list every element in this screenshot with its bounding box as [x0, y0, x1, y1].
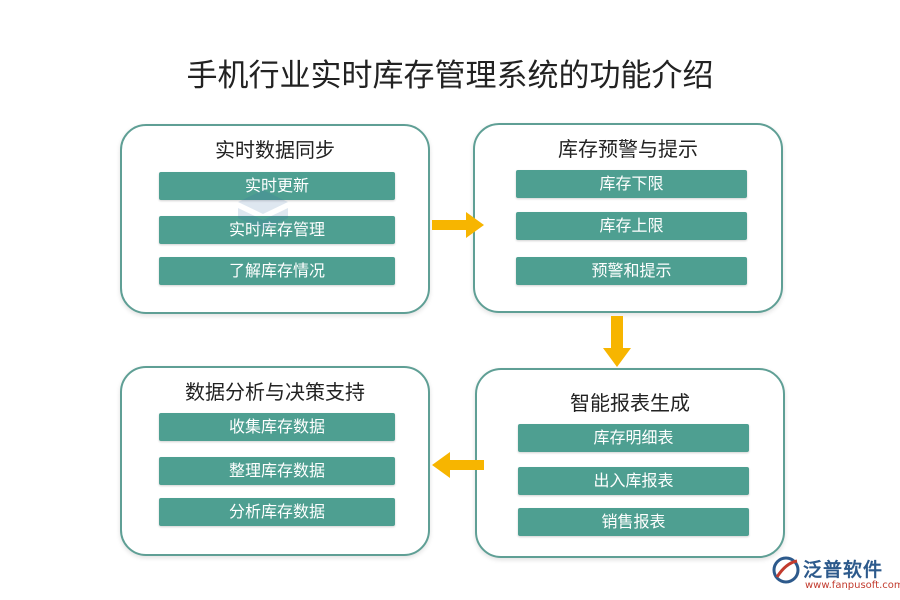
- watermark-icon: [238, 190, 288, 230]
- item-bar: 实时更新: [159, 172, 395, 200]
- item-bar: 库存上限: [516, 212, 747, 240]
- item-bar: 预警和提示: [516, 257, 747, 285]
- diagram-title: 手机行业实时库存管理系统的功能介绍: [186, 58, 714, 94]
- panel-title: 实时数据同步: [215, 138, 335, 162]
- panel-realtime-sync: 实时数据同步 实时更新 实时库存管理 了解库存情况: [120, 124, 430, 314]
- logo-mark-icon: [772, 556, 800, 584]
- item-bar: 库存明细表: [518, 424, 749, 452]
- brand-logo: 泛普软件 www.fanpusoft.com: [771, 553, 900, 597]
- item-bar: 出入库报表: [518, 467, 749, 495]
- item-bar: 收集库存数据: [159, 413, 395, 441]
- arrow-left-icon: [432, 452, 484, 478]
- item-bar: 销售报表: [518, 508, 749, 536]
- panel-title: 数据分析与决策支持: [185, 380, 365, 404]
- item-bar: 了解库存情况: [159, 257, 395, 285]
- panel-smart-reports: 智能报表生成 库存明细表 出入库报表 销售报表: [475, 368, 785, 558]
- logo-name: 泛普软件: [803, 559, 884, 581]
- panel-stock-warning: 库存预警与提示 库存下限 库存上限 预警和提示: [473, 123, 783, 313]
- item-bar: 库存下限: [516, 170, 747, 198]
- panel-title: 库存预警与提示: [558, 137, 698, 161]
- logo-url: www.fanpusoft.com: [805, 580, 900, 591]
- arrow-down-icon: [603, 316, 631, 367]
- item-bar: 分析库存数据: [159, 498, 395, 526]
- item-bar: 整理库存数据: [159, 457, 395, 485]
- panel-title: 智能报表生成: [570, 391, 690, 415]
- item-bar: 实时库存管理: [159, 216, 395, 244]
- arrow-right-icon: [432, 212, 484, 238]
- panel-data-analysis: 数据分析与决策支持 收集库存数据 整理库存数据 分析库存数据: [120, 366, 430, 556]
